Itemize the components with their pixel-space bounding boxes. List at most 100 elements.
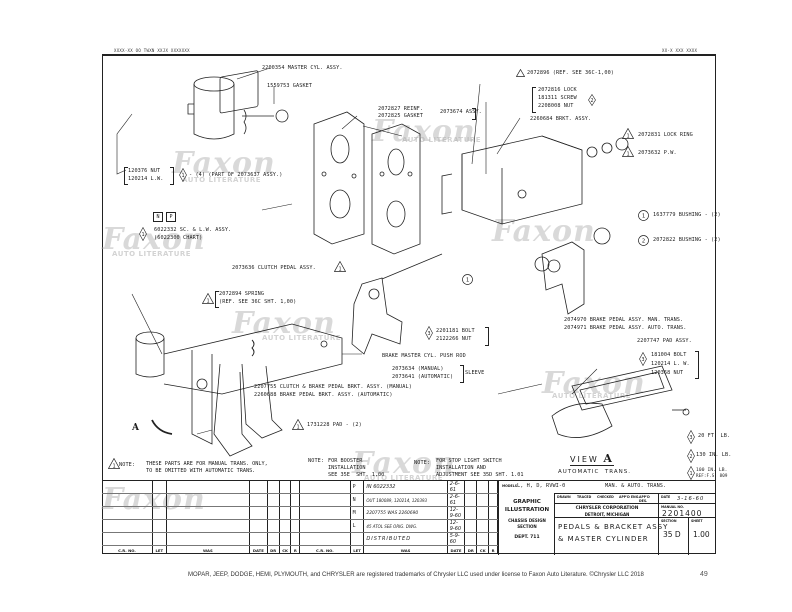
- callout-bolt2: 181004 BOLT: [651, 352, 687, 358]
- drawn-label: DRAWN: [557, 495, 571, 499]
- callout-reinf-assy: 2073674 ASSY.: [440, 109, 482, 115]
- checked-label: CHECKED: [597, 495, 614, 499]
- diamond-marker-3-icon: 3: [687, 430, 695, 444]
- callout-brake-man: 2074970 BRAKE PEDAL ASSY. MAN. TRANS.: [564, 317, 684, 323]
- callout-sleeve-auto: 2073641 (AUTOMATIC): [392, 374, 454, 380]
- callout-push-rod: BRAKE MASTER CYL. PUSH ROD: [382, 353, 466, 359]
- callout-pw: 2073632 P.W.: [638, 150, 677, 156]
- revision-box-p: P: [166, 212, 176, 222]
- page-number: 49: [700, 571, 708, 578]
- company-name: CHRYSLER CORPORATION: [575, 506, 639, 511]
- approved-eng-label: APP'D ENG.: [619, 495, 640, 499]
- note-label: NOTE:: [308, 458, 325, 464]
- callout-bracket-auto: 2260688 BRAKE PEDAL BRKT. ASSY. (AUTOMAT…: [254, 392, 393, 398]
- callout-sleeve-man: 2073634 (MANUAL): [392, 366, 444, 372]
- view-letter: A: [603, 452, 614, 465]
- section-cell: SECTION 35 D: [658, 517, 688, 555]
- callout-lock-ring: 2072831 LOCK RING: [638, 132, 693, 138]
- drawing-title-cell: PEDALS & BRACKET ASSY & MASTER CYLINDER: [554, 517, 667, 555]
- dept-title: GRAPHIC: [513, 499, 541, 505]
- callout-ref-36c: 2072896 (REF. SEE 36C-1,00): [527, 70, 615, 76]
- svg-text:1: 1: [181, 173, 184, 179]
- callout-part-of: - (4) (PART OF 2073637 ASSY.): [189, 172, 283, 178]
- leader-lines: [116, 67, 598, 435]
- date-value: 3-16-60: [677, 496, 705, 502]
- view-a-marker: A: [132, 423, 140, 433]
- watermark-logo: Faxon: [372, 114, 476, 149]
- view-word: VIEW: [570, 455, 599, 464]
- callout-clutch-pedal: 2073636 CLUTCH PEDAL ASSY.: [232, 265, 316, 271]
- note-manual-trans: THESE PARTS ARE FOR MANUAL TRANS. ONLY, …: [146, 461, 268, 474]
- callout-screw: 181311 SCREW: [538, 95, 577, 101]
- watermark-sub: AUTO LITERATURE: [552, 392, 632, 400]
- reinforcement-plate-illustration: [313, 111, 421, 255]
- callout-bolt: 2201181 BOLT: [436, 328, 475, 334]
- callout-gasket: 1559753 GASKET: [267, 83, 313, 89]
- callout-brkt: 2260684 BRKT. ASSY.: [530, 116, 592, 122]
- torque-value: 20 FT. LB.: [698, 433, 731, 439]
- svg-text:3: 3: [689, 435, 692, 441]
- callout-spring-ref: (REF. SEE 36C SHT. 1,00): [219, 299, 297, 305]
- clutch-pedal-illustration: [351, 253, 443, 355]
- watermark-logo: Faxon: [172, 146, 276, 181]
- models-label: MODELS: [502, 484, 518, 488]
- bracket-line: [215, 291, 219, 308]
- bracket-assembly-illustration: [441, 135, 583, 225]
- torque-value: 100 IN. LB.: [696, 468, 728, 473]
- manual-no-label: MANUAL NO.: [661, 505, 684, 509]
- revision-box-n: N: [153, 212, 163, 222]
- company-cell: CHRYSLER CORPORATION DETROIT, MICHIGAN: [554, 503, 658, 517]
- watermark-sub: AUTO LITERATURE: [262, 334, 342, 342]
- watermark-logo: Faxon: [492, 214, 596, 249]
- svg-text:1: 1: [466, 278, 469, 284]
- svg-text:3: 3: [427, 331, 430, 337]
- callout-sc-lw: 6022332 SC. & L.W. ASSY.: [154, 227, 232, 233]
- bracket-line: [170, 167, 174, 185]
- view-title: VIEW A: [570, 452, 614, 466]
- bracket-line: [124, 167, 128, 185]
- exploded-parts-drawing: [116, 67, 690, 457]
- view-subtitle: AUTOMATIC TRANS.: [558, 469, 631, 475]
- callout-nut3: 120368 NUT: [651, 370, 684, 376]
- manual-no-cell: MANUAL NO. 2201400: [658, 503, 716, 518]
- pedal-bracket-illustration: [135, 323, 343, 457]
- brake-pedal-illustration: [541, 241, 585, 315]
- watermark-sub: AUTO LITERATURE: [182, 176, 262, 184]
- watermark-sub: AUTO LITERATURE: [112, 250, 192, 258]
- watermark-logo: Faxon: [102, 222, 206, 257]
- trans-value: MAN. & AUTO. TRANS.: [605, 483, 667, 489]
- bracket-line: [695, 351, 699, 379]
- torque-reference: REF:F.S. 809: [696, 473, 728, 478]
- svg-text:1: 1: [296, 425, 299, 431]
- callout-lw2: 120214 L. W.: [651, 361, 690, 367]
- svg-text:1: 1: [626, 134, 629, 140]
- dept-title: ILLUSTRATION: [504, 507, 550, 513]
- watermark-logo: Faxon: [352, 446, 456, 481]
- circle-marker-1-icon: 1: [462, 274, 473, 285]
- diamond-marker-1-icon: 1: [139, 227, 147, 241]
- dept-subtitle: CHASSIS DESIGN: [508, 518, 546, 523]
- note-stop-light: FOR STOP LIGHT SWITCH INSTALLATION AND A…: [436, 458, 524, 478]
- trademark-footer: MOPAR, JEEP, DODGE, HEMI, PLYMOUTH, and …: [188, 572, 644, 578]
- watermark-sub: AUTO LITERATURE: [402, 136, 482, 144]
- svg-text:2: 2: [590, 98, 593, 104]
- approved-des-label: APP'D DES.: [639, 495, 650, 503]
- date-cell: DATE 3-16-60: [658, 493, 716, 503]
- note-label: NOTE:: [414, 460, 431, 466]
- diamond-marker-3-icon: 3: [425, 326, 433, 340]
- callout-lock: 2072816 LOCK: [538, 87, 577, 93]
- callout-nut: 2208008 NUT: [538, 103, 574, 109]
- drawing-sheet: XXXX-XX OO TWXN XXJX XXXXXXX XX-X XXX XX…: [102, 48, 731, 555]
- callout-nut-120376: 120376 NUT: [128, 168, 161, 174]
- note-booster: FOR BOOSTER INSTALLATION SEE 35E SHT. 1,…: [328, 458, 385, 478]
- callout-sleeve: SLEEVE: [465, 370, 485, 376]
- manual-no-value: 2201400: [662, 509, 703, 518]
- callout-lw-120214: 120214 L.W.: [128, 176, 164, 182]
- svg-text:1: 1: [338, 267, 341, 273]
- callout-bushing1: 1637779 BUSHING - (2): [653, 212, 721, 218]
- section-label: SECTION: [661, 519, 677, 523]
